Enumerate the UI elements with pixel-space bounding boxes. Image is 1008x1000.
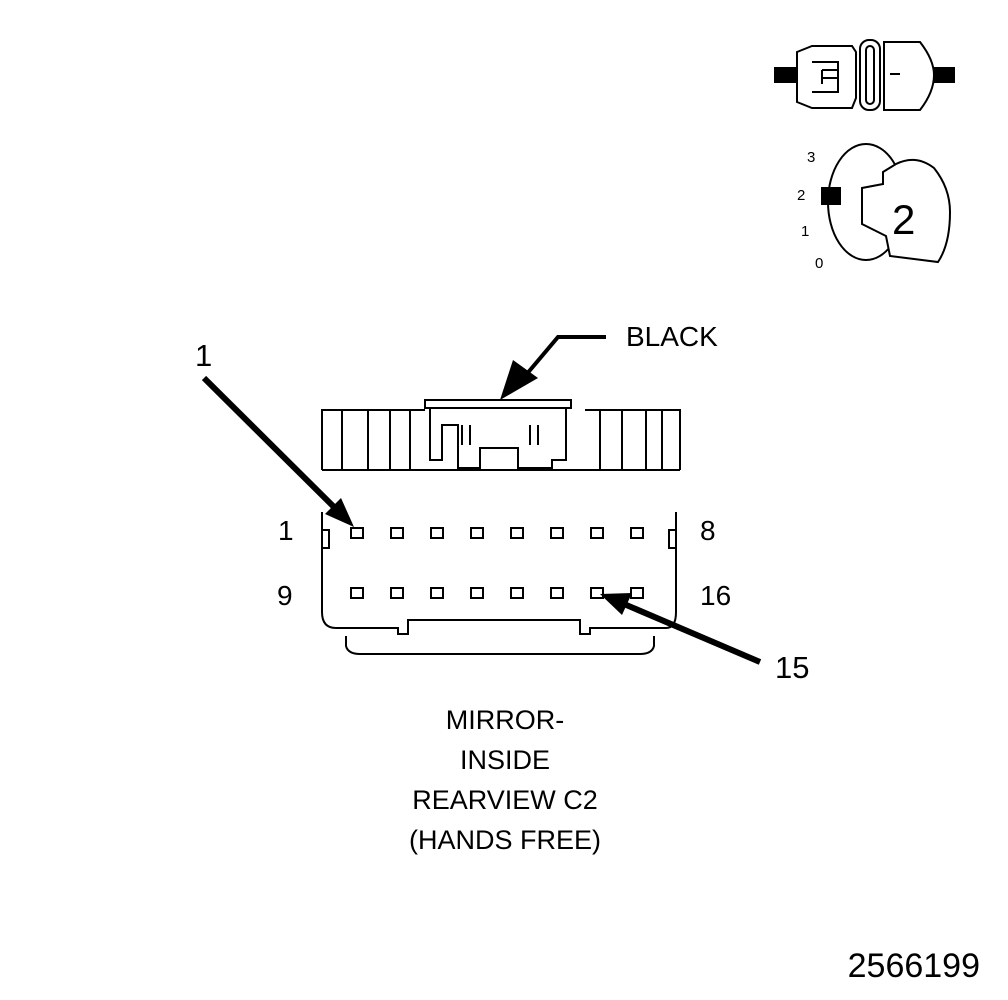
color-leader-line (518, 335, 606, 384)
row-label-top-left: 1 (278, 515, 294, 546)
callout-pin-15-line (622, 601, 762, 665)
pin-cavity (470, 527, 484, 539)
pin-cavities (350, 527, 644, 599)
callout-pin-15-arrowhead (600, 593, 632, 615)
pin-cavity (590, 587, 604, 599)
pin-cavity (390, 527, 404, 539)
callout-pin-1-line (201, 375, 338, 511)
callout-pin-1-label: 1 (195, 338, 212, 373)
scale-mark-3: 3 (807, 149, 815, 166)
view-number: 2 (892, 196, 915, 243)
pin-cavity (590, 527, 604, 539)
connector-caption: MIRROR- INSIDE REARVIEW C2 (HANDS FREE) (340, 700, 670, 860)
row-label-top-right: 8 (700, 515, 716, 546)
row-label-bottom-left: 9 (277, 580, 293, 611)
pin-cavity (550, 587, 564, 599)
callout-pin-1-arrowhead (325, 498, 354, 527)
scale-mark-1: 1 (801, 223, 809, 240)
scale-mark-2: 2 (797, 187, 805, 204)
pin-cavity (430, 587, 444, 599)
pin-cavity (430, 527, 444, 539)
view-indicator-icon (821, 143, 952, 264)
row-label-bottom-right: 16 (700, 580, 731, 611)
caption-line-4: (HANDS FREE) (408, 825, 601, 855)
pin-cavity (550, 527, 564, 539)
callout-pin-15-label: 15 (775, 650, 809, 685)
pin-cavity (350, 587, 364, 599)
color-label: BLACK (626, 321, 718, 352)
pin-cavity (510, 587, 524, 599)
scale-mark-0: 0 (815, 255, 823, 272)
pin-cavity (390, 587, 404, 599)
connector-side-view-icon (774, 39, 955, 111)
caption-line-2: INSIDE (459, 745, 551, 775)
figure-number: 2566199 (847, 947, 980, 985)
pin-cavity (350, 527, 364, 539)
pin-cavity (470, 587, 484, 599)
pin-cavity (630, 527, 644, 539)
pin-cavity (630, 587, 644, 599)
connector-body (321, 399, 681, 655)
caption-line-1: MIRROR- (445, 705, 565, 735)
color-leader-arrowhead (500, 360, 538, 400)
caption-line-3: REARVIEW C2 (412, 785, 598, 815)
pin-cavity (510, 527, 524, 539)
